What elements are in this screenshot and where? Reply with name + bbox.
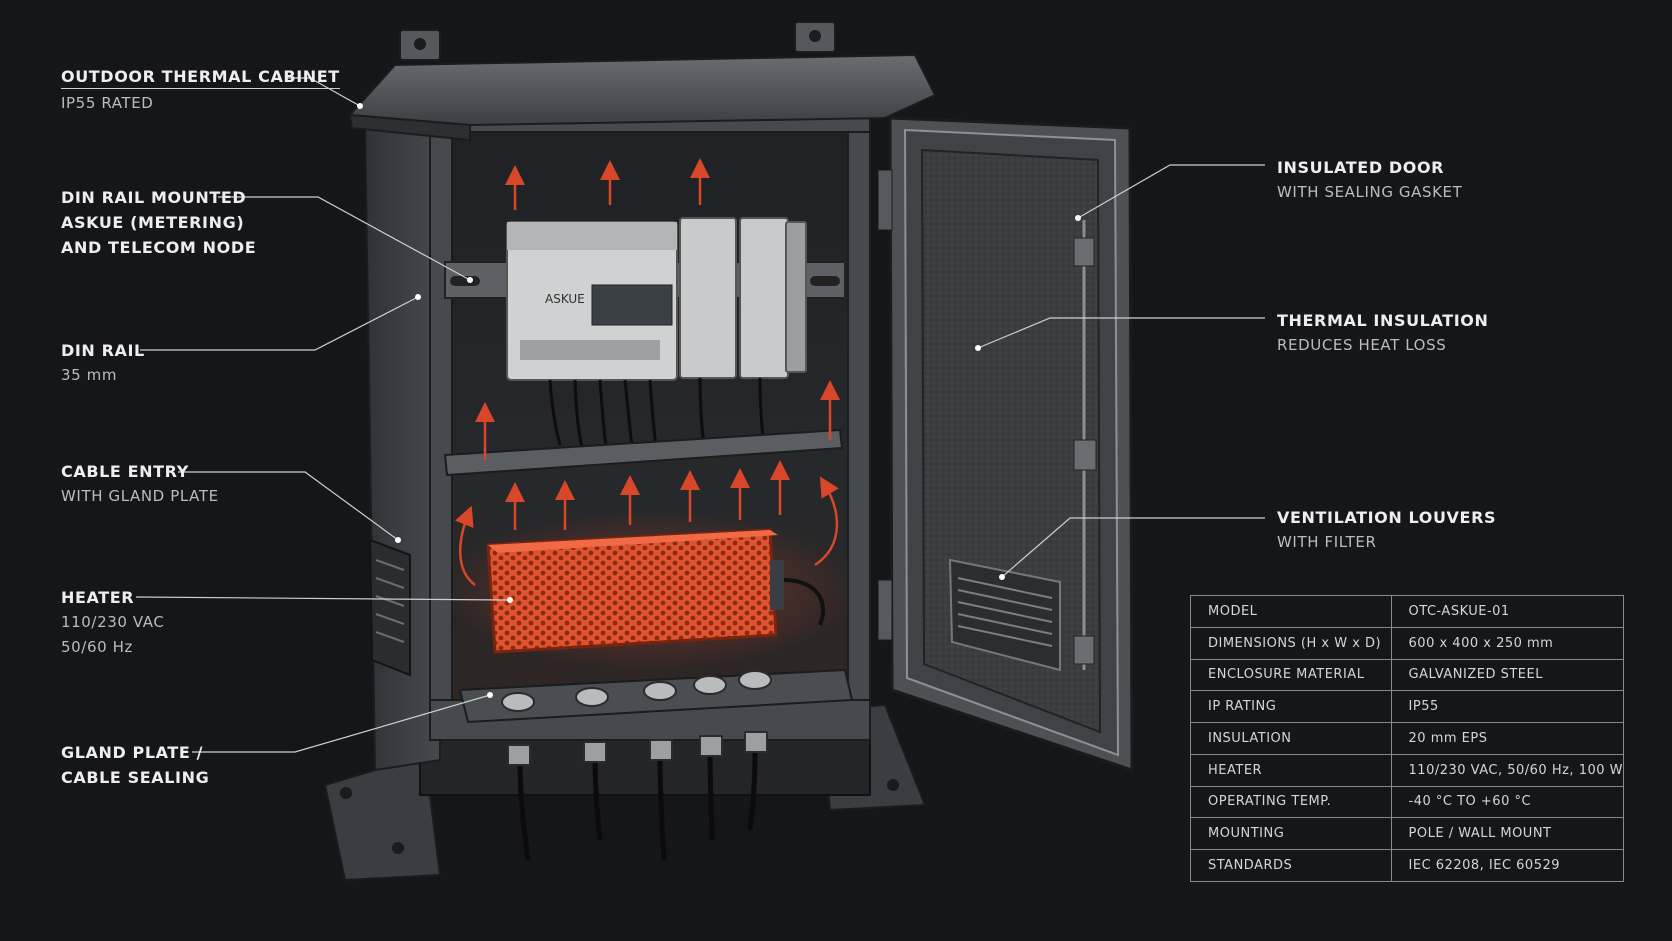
label-subtitle: IP55 RATED [61, 94, 154, 112]
cabinet-shelf [443, 428, 844, 477]
label-title-line2: ASKUE (METERING) [61, 213, 245, 232]
spec-value: IP55 [1390, 690, 1625, 724]
leader-dots [357, 103, 1081, 698]
spec-value: OTC-ASKUE-01 [1390, 595, 1625, 628]
spec-key: OPERATING TEMP. [1190, 785, 1392, 819]
label-title: HEATER [61, 588, 135, 607]
spec-value: 110/230 VAC, 50/60 Hz, 100 W [1390, 753, 1625, 787]
spec-key: DIMENSIONS (H x W x D) [1190, 626, 1392, 660]
spec-key: IP RATING [1190, 690, 1392, 724]
label-din-rail: DIN RAIL 35 mm [61, 338, 145, 388]
spec-key: MODEL [1190, 595, 1392, 628]
spec-key: ENCLOSURE MATERIAL [1190, 658, 1392, 692]
label-subtitle: WITH GLAND PLATE [61, 487, 219, 505]
label-gland-plate: GLAND PLATE / CABLE SEALING [61, 740, 209, 790]
leader-lines [135, 77, 1265, 753]
askue-meter: ASKUE [506, 221, 678, 381]
label-outdoor-thermal-cabinet: OUTDOOR THERMAL CABINET IP55 RATED [61, 66, 340, 116]
spec-key: STANDARDS [1190, 849, 1392, 882]
label-title-line3: AND TELECOM NODE [61, 238, 257, 257]
label-title: CABLE ENTRY [61, 462, 189, 481]
label-title: DIN RAIL [61, 341, 145, 360]
label-thermal-insulation: THERMAL INSULATION REDUCES HEAT LOSS [1277, 308, 1488, 358]
cabinet-roof [347, 21, 937, 142]
spec-value: IEC 62208, IEC 60529 [1390, 849, 1625, 882]
label-title: OUTDOOR THERMAL CABINET [61, 66, 340, 89]
label-title: INSULATED DOOR [1277, 158, 1445, 177]
label-insulated-door: INSULATED DOOR WITH SEALING GASKET [1277, 155, 1462, 205]
label-title-line1: GLAND PLATE / [61, 743, 204, 762]
insulated-door [877, 116, 1134, 773]
label-heater: HEATER 110/230 VAC 50/60 Hz [61, 585, 164, 660]
meter-label: ASKUE [545, 292, 585, 306]
spec-key: HEATER [1190, 753, 1392, 787]
spec-value: -40 °C TO +60 °C [1390, 785, 1625, 819]
label-cable-entry: CABLE ENTRY WITH GLAND PLATE [61, 459, 219, 509]
cable-glands [501, 670, 772, 712]
entry-cables [517, 749, 758, 861]
side-louver [368, 538, 411, 677]
label-title: VENTILATION LOUVERS [1277, 508, 1497, 527]
spec-value: 600 x 400 x 250 mm [1390, 626, 1625, 660]
label-title-line2: CABLE SEALING [61, 768, 210, 787]
label-subtitle: WITH FILTER [1277, 533, 1377, 551]
heater-unit [486, 528, 826, 654]
spec-key: INSULATION [1190, 722, 1392, 755]
telecom-modules [679, 217, 807, 379]
spec-value: 20 mm EPS [1390, 722, 1625, 755]
spec-row: DIMENSIONS (H x W x D)600 x 400 x 250 mm [1190, 626, 1625, 660]
label-subtitle-line2: 50/60 Hz [61, 638, 133, 656]
spec-key: MOUNTING [1190, 817, 1392, 851]
heat-flow-arrows [455, 158, 840, 586]
label-subtitle-line1: 110/230 VAC [61, 613, 165, 631]
spec-value: GALVANIZED STEEL [1390, 658, 1625, 692]
label-subtitle: REDUCES HEAT LOSS [1277, 336, 1447, 354]
label-title-line1: DIN RAIL MOUNTED [61, 188, 247, 207]
label-subtitle: 35 mm [61, 366, 118, 384]
lower-glands [507, 731, 768, 766]
spec-row: OPERATING TEMP.-40 °C TO +60 °C [1190, 785, 1625, 819]
label-title: THERMAL INSULATION [1277, 311, 1489, 330]
label-subtitle: WITH SEALING GASKET [1277, 183, 1463, 201]
label-ventilation-louvers: VENTILATION LOUVERS WITH FILTER [1277, 505, 1496, 555]
label-askue-node: DIN RAIL MOUNTED ASKUE (METERING) AND TE… [61, 185, 256, 260]
spec-value: POLE / WALL MOUNT [1390, 817, 1625, 851]
